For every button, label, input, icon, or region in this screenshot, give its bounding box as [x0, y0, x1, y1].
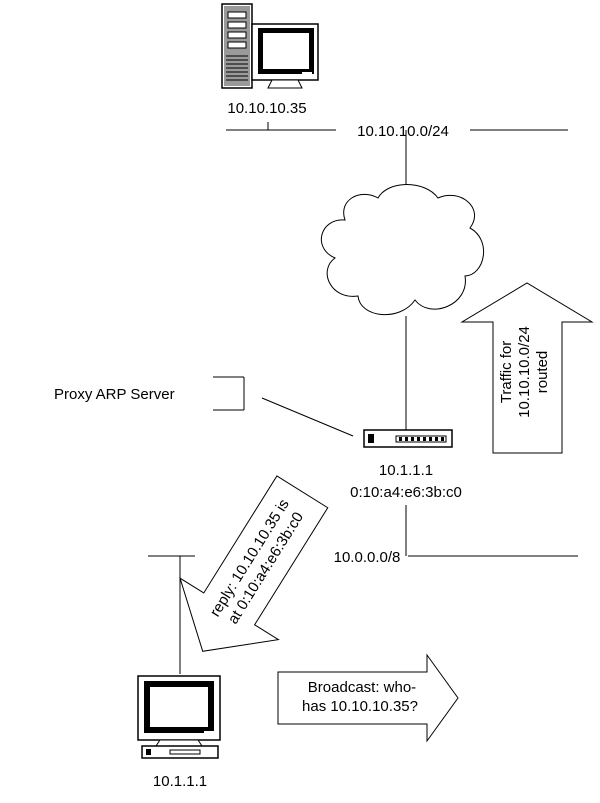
broadcast-arrow	[277, 653, 459, 743]
proxy-arp-label: Proxy ARP Server	[54, 386, 175, 403]
traffic-line-1: Traffic for	[498, 341, 515, 404]
top-network-line	[226, 122, 568, 193]
traffic-arrow-text: Traffic for 10.10.10.0/24 routed	[498, 326, 551, 418]
bottom-network-line	[148, 555, 578, 674]
router-mac-label: 0:10:a4:e6:3b:c0	[350, 484, 462, 501]
reply-arrow: reply: 10.10.10.35 is at 0:10:a4:e6:3b:c…	[179, 475, 329, 652]
bottom-network-label: 10.0.0.0/8	[334, 549, 401, 566]
traffic-line-3: routed	[534, 351, 551, 394]
internet-cloud	[320, 184, 485, 315]
server-computer-icon	[221, 3, 319, 89]
proxy-bracket	[213, 376, 354, 437]
broadcast-line-1: Broadcast: who-	[308, 679, 416, 696]
server-ip-label: 10.10.10.35	[227, 100, 306, 117]
router-ip-label: 10.1.1.1	[379, 462, 433, 479]
traffic-up-arrow	[460, 282, 594, 454]
client-ip-label: 10.1.1.1	[153, 773, 207, 790]
top-network-label: 10.10.10.0/24	[357, 123, 449, 140]
router-icon	[363, 429, 453, 448]
broadcast-line-2: has 10.10.10.35?	[302, 698, 418, 715]
traffic-line-2: 10.10.10.0/24	[516, 326, 533, 418]
client-computer-icon	[137, 675, 221, 759]
